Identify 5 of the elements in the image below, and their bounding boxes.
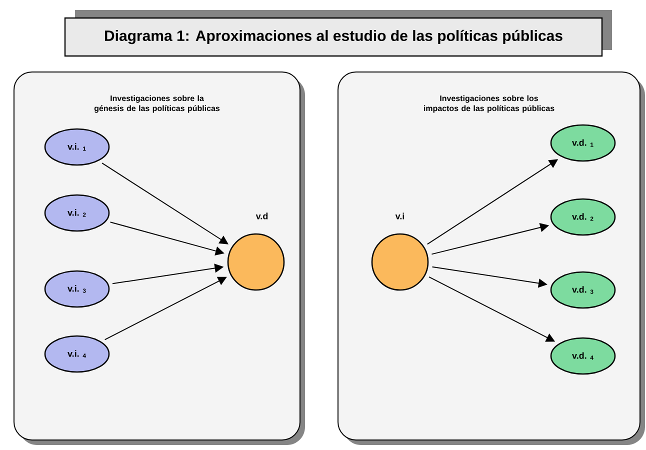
- circle: [227, 233, 285, 291]
- circle-label: v.d: [256, 212, 268, 220]
- circle: [371, 233, 429, 291]
- circle-label: v.i: [395, 212, 404, 220]
- title-box: Diagrama 1: Aproximaciones al estudio de las políticas públicas: [64, 10, 612, 57]
